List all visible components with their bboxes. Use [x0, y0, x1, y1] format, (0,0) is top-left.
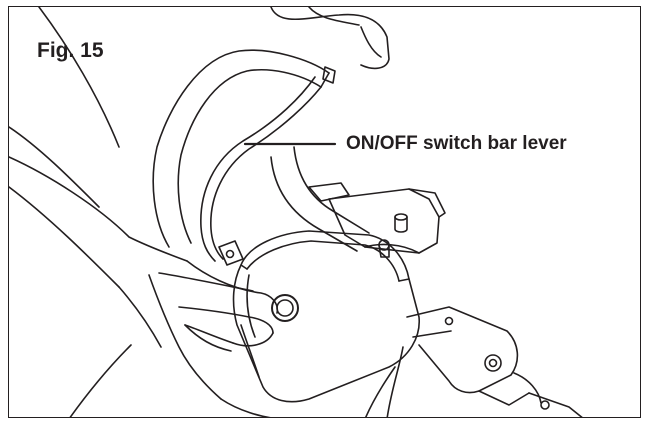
lawnmower-handle-illustration [9, 7, 641, 418]
switch-bar-lever [153, 50, 335, 261]
control-cable [365, 347, 403, 418]
switch-bar-lever-callout: ON/OFF switch bar lever [346, 133, 567, 154]
upper-handle-bar [271, 7, 389, 68]
lower-tube-pivot [407, 307, 584, 418]
box-mount-bolt [219, 241, 243, 265]
arm-sleeve [9, 7, 119, 207]
hand-illustration [9, 157, 279, 418]
switch-bracket [329, 189, 445, 257]
figure-number-label: Fig. 15 [37, 39, 104, 62]
switch-box-housing [234, 231, 420, 402]
figure-frame: Fig. 15 ON/OFF switch bar lever [8, 6, 641, 418]
lower-handle-tube [271, 147, 369, 251]
